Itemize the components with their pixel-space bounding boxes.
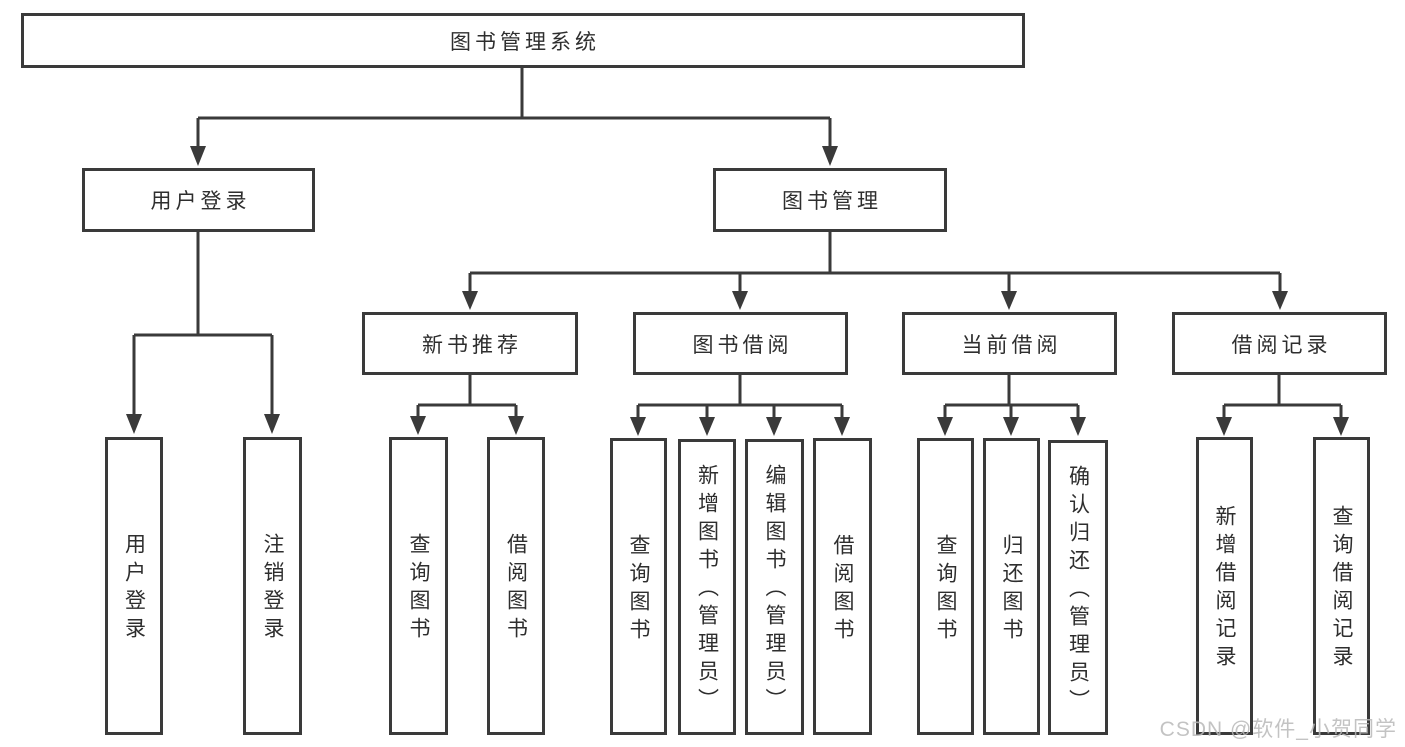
leaf-edit-books-admin: 编辑图书（管理员）: [745, 439, 804, 735]
node-label: 用户登录: [150, 190, 251, 213]
node-label: 借阅图书: [504, 533, 528, 645]
leaf-add-books-admin: 新增图书（管理员）: [678, 439, 736, 735]
leaf-add-borrow-record: 新增借阅记录: [1196, 437, 1253, 735]
leaf-query-books-recommend: 查询图书: [389, 437, 448, 735]
node-book-borrow: 图书借阅: [633, 312, 848, 375]
node-label: 查询图书: [407, 533, 430, 645]
node-label: 归还图书: [1000, 533, 1023, 646]
node-label: 借阅记录: [1231, 333, 1332, 357]
leaf-borrow-books: 借阅图书: [813, 438, 872, 735]
leaf-user-login: 用户登录: [105, 437, 163, 735]
node-label: 新增图书（管理员）: [695, 464, 719, 716]
node-book-management: 图书管理: [713, 168, 947, 232]
node-label: 确认归还（管理员）: [1066, 464, 1090, 717]
node-label: 借阅图书: [831, 533, 854, 646]
node-label: 用户登录: [122, 533, 146, 645]
leaf-return-books: 归还图书: [983, 438, 1040, 735]
arrowhead-icons: [126, 146, 1349, 436]
leaf-query-borrow-record: 查询借阅记录: [1313, 437, 1370, 735]
node-label: 编辑图书（管理员）: [763, 464, 786, 716]
node-label: 图书管理系统: [450, 30, 600, 54]
node-new-book-recommend: 新书推荐: [362, 312, 578, 375]
node-label: 图书管理: [782, 190, 882, 213]
node-library-management-system: 图书管理系统: [21, 13, 1025, 68]
leaf-query-books-current: 查询图书: [917, 438, 974, 735]
leaf-confirm-return-admin: 确认归还（管理员）: [1048, 440, 1108, 735]
leaf-logout: 注销登录: [243, 437, 302, 735]
csdn-watermark: CSDN @软件_小贺同学: [1159, 718, 1397, 741]
node-label: 查询图书: [627, 533, 650, 646]
node-current-borrow: 当前借阅: [902, 312, 1117, 375]
node-label: 新书推荐: [422, 333, 522, 357]
node-label: 图书借阅: [692, 333, 793, 357]
node-label: 注销登录: [261, 533, 284, 645]
node-label: 当前借阅: [961, 333, 1062, 357]
leaf-borrow-books-recommend: 借阅图书: [487, 437, 545, 735]
node-label: 查询图书: [934, 533, 957, 646]
node-user-login-group: 用户登录: [82, 168, 315, 232]
leaf-query-books: 查询图书: [610, 438, 667, 735]
node-label: 新增借阅记录: [1213, 505, 1236, 673]
node-borrow-record: 借阅记录: [1172, 312, 1387, 375]
node-label: 查询借阅记录: [1330, 505, 1353, 673]
